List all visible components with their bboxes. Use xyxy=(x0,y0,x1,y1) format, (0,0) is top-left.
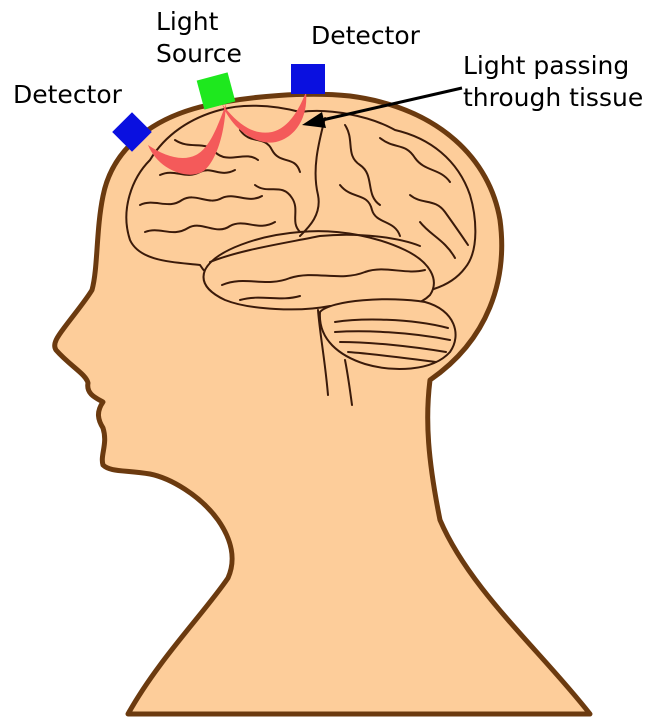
label-detector-right: Detector xyxy=(311,21,421,50)
label-detector-left: Detector xyxy=(13,80,123,109)
label-light-source-line1: Light xyxy=(156,7,219,36)
label-light-source-line2: Source xyxy=(156,39,242,68)
detector-right-probe xyxy=(291,64,325,94)
label-light-path-line2: through tissue xyxy=(463,83,643,112)
label-light-path-line1: Light passing xyxy=(463,51,629,80)
